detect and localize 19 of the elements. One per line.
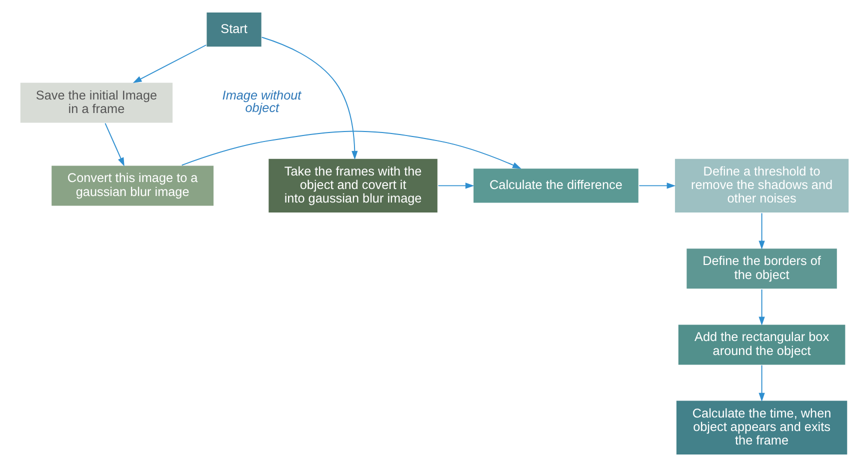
node-box: Take the frames with the object and covert it into gaussian blur image xyxy=(267,158,438,214)
node-box: Calculate the time, when object appears and exits the frame xyxy=(674,400,848,456)
arrow xyxy=(437,182,474,189)
arrow xyxy=(132,44,206,83)
node-box: Start xyxy=(205,12,262,48)
arrow xyxy=(104,122,124,166)
node-box: Convert this image to a gaussian blur image xyxy=(50,164,214,207)
arrow xyxy=(758,212,764,250)
node-box: Save the initial Image in a frame xyxy=(18,82,174,124)
node-box: Calculate the difference xyxy=(472,168,639,204)
arrow xyxy=(758,288,764,326)
arrow xyxy=(638,182,676,189)
arrow xyxy=(758,364,764,402)
node-box: Define the borders of the object xyxy=(685,248,838,290)
arrow xyxy=(180,130,521,169)
label: Image without object xyxy=(222,88,301,115)
node-box: Define a threshold to remove the shadows and other noises xyxy=(674,158,850,214)
arrow xyxy=(260,36,358,160)
node-box: Add the rectangular box around the object xyxy=(676,324,846,366)
